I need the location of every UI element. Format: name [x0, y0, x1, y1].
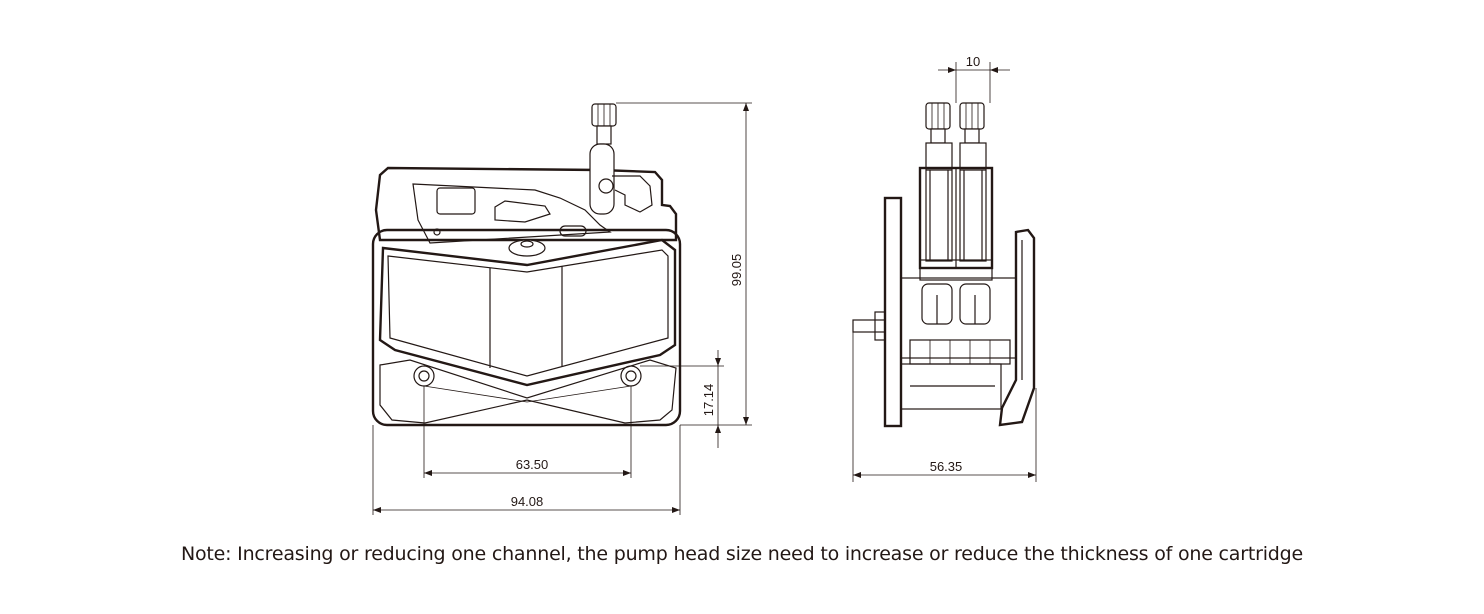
cartridge-dim-label: 10 — [966, 54, 980, 69]
side-dimensions: 56.35 10 — [852, 54, 1037, 482]
front-main-cover — [371, 228, 682, 427]
side-body — [900, 277, 1017, 359]
hole-spacing-dim-label: 63.50 — [516, 457, 549, 472]
hole-height-dim-label: 17.14 — [701, 384, 716, 417]
front-mount-hole-right — [620, 365, 642, 387]
front-clamp-screw — [589, 103, 653, 215]
side-latch — [998, 228, 1036, 427]
depth-dim-label: 56.35 — [930, 459, 963, 474]
front-dimensions: 94.08 63.50 99.05 17.14 — [372, 102, 752, 515]
side-shaft — [852, 319, 886, 333]
front-back-plate — [374, 166, 678, 242]
width-dim-label: 94.08 — [511, 494, 544, 509]
front-base-wings — [379, 359, 677, 424]
front-v-panel — [378, 238, 677, 387]
front-hub — [508, 239, 546, 257]
front-mount-hole-left — [413, 365, 435, 387]
front-slot-2 — [494, 200, 551, 223]
front-view — [371, 103, 682, 427]
side-bottom-rail — [900, 363, 1002, 410]
side-view — [852, 102, 1036, 428]
side-flange — [883, 196, 903, 428]
height-dim-label: 99.05 — [729, 254, 744, 287]
note-caption: Note: Increasing or reducing one channel… — [180, 543, 1304, 565]
side-screw-2 — [959, 102, 987, 262]
side-screw-1 — [925, 102, 953, 262]
front-slot-1 — [436, 187, 476, 215]
front-lever-plate — [412, 183, 612, 244]
